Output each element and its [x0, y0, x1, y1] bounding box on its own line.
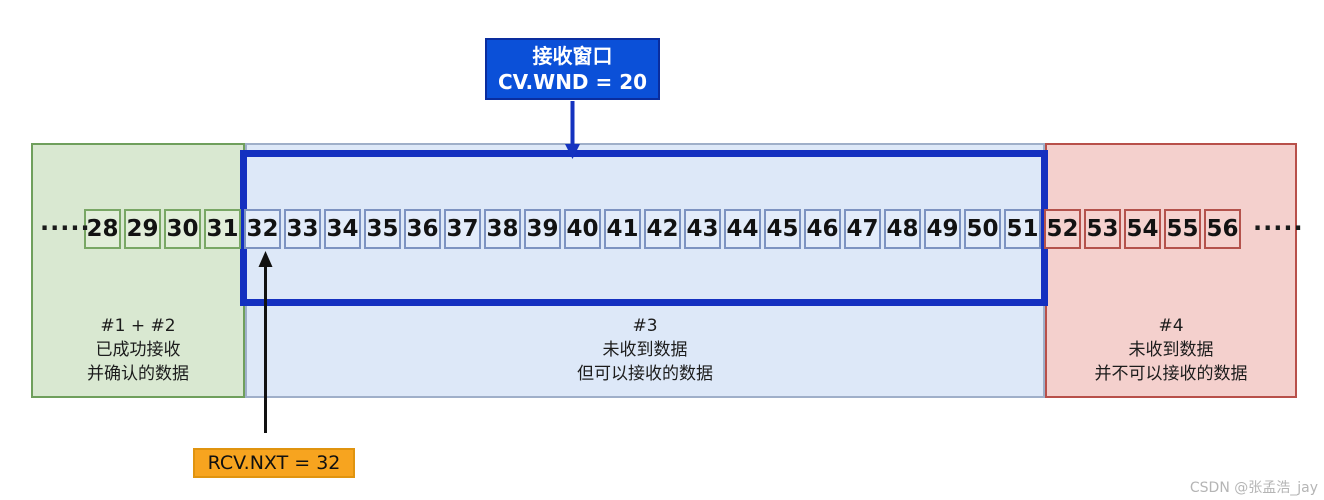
caption-receivable-line1: 未收到数据	[602, 340, 688, 360]
sequence-cell-30: 30	[164, 209, 201, 249]
caption-received-line1: 已成功接收	[95, 340, 181, 360]
watermark: CSDN @张孟浩_jay	[1189, 480, 1318, 496]
rcv-nxt-label: RCV.NXT = 32	[193, 448, 355, 478]
region-not-receivable-panel	[1045, 143, 1297, 398]
sequence-cell-38: 38	[484, 209, 521, 249]
ellipsis-right: ·····	[1253, 214, 1304, 242]
sequence-cell-40: 40	[564, 209, 601, 249]
receive-window-label-line2: CV.WND = 20	[497, 70, 648, 94]
region-receivable-panel	[245, 143, 1045, 398]
sequence-cell-43: 43	[684, 209, 721, 249]
caption-not-receivable-line1: 未收到数据	[1128, 340, 1214, 360]
sequence-cell-44: 44	[724, 209, 761, 249]
sequence-cell-33: 33	[284, 209, 321, 249]
sequence-cell-45: 45	[764, 209, 801, 249]
sequence-cell-28: 28	[84, 209, 121, 249]
caption-received-line2: 并确认的数据	[87, 364, 189, 384]
sequence-cell-51: 51	[1004, 209, 1041, 249]
sequence-cell-31: 31	[204, 209, 241, 249]
sequence-cell-34: 34	[324, 209, 361, 249]
receive-window-label-line1: 接收窗口	[532, 44, 613, 68]
sequence-cell-42: 42	[644, 209, 681, 249]
sequence-cell-56: 56	[1204, 209, 1241, 249]
sequence-cell-46: 46	[804, 209, 841, 249]
sequence-cell-50: 50	[964, 209, 1001, 249]
sequence-cell-48: 48	[884, 209, 921, 249]
sequence-cell-39: 39	[524, 209, 561, 249]
sequence-cell-41: 41	[604, 209, 641, 249]
receive-window-label: 接收窗口 CV.WND = 20	[485, 38, 660, 100]
sequence-cell-37: 37	[444, 209, 481, 249]
caption-received-tag: #1 + #2	[100, 316, 176, 336]
caption-not-receivable-line2: 并不可以接收的数据	[1094, 364, 1248, 384]
sequence-cell-54: 54	[1124, 209, 1161, 249]
sequence-cell-36: 36	[404, 209, 441, 249]
sequence-cell-55: 55	[1164, 209, 1201, 249]
sequence-cell-35: 35	[364, 209, 401, 249]
caption-receivable-tag: #3	[632, 316, 658, 336]
sequence-cell-52: 52	[1044, 209, 1081, 249]
caption-receivable: #3 未收到数据 但可以接收的数据	[245, 314, 1045, 386]
sequence-cell-47: 47	[844, 209, 881, 249]
sequence-cell-53: 53	[1084, 209, 1121, 249]
caption-received: #1 + #2 已成功接收 并确认的数据	[31, 314, 245, 386]
ellipsis-left: ·····	[40, 214, 91, 242]
caption-receivable-line2: 但可以接收的数据	[577, 364, 713, 384]
caption-not-receivable: #4 未收到数据 并不可以接收的数据	[1045, 314, 1297, 386]
sequence-cell-49: 49	[924, 209, 961, 249]
caption-not-receivable-tag: #4	[1158, 316, 1184, 336]
sequence-cell-29: 29	[124, 209, 161, 249]
sequence-cell-32: 32	[244, 209, 281, 249]
region-received-panel	[31, 143, 245, 398]
